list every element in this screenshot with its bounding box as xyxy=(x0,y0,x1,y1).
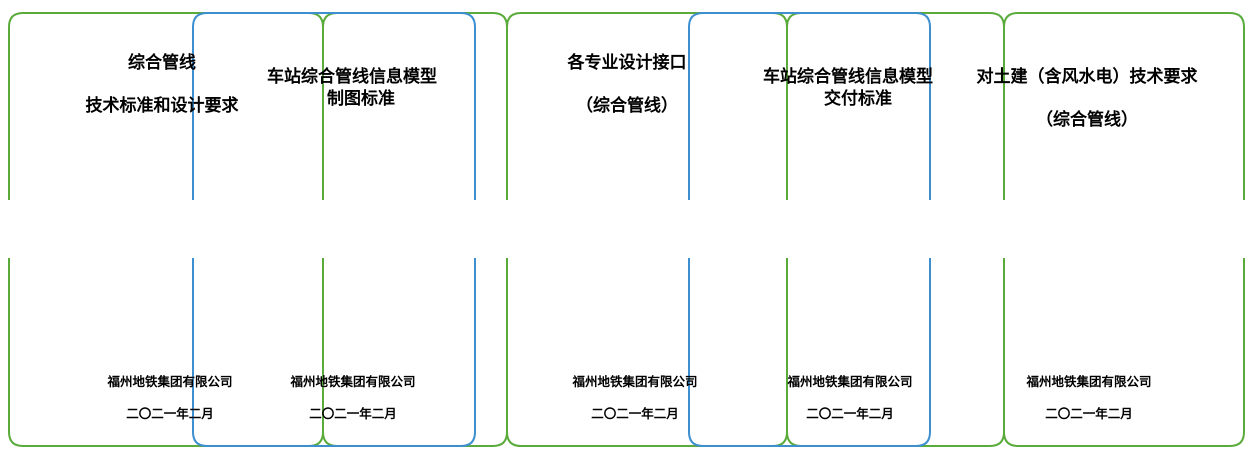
cover-1-title-line-2: 技术标准和设计要求 xyxy=(85,96,239,116)
cover-1-date: 二〇二一年二月 xyxy=(126,406,214,421)
cover-4-title-line-2: 交付标准 xyxy=(824,89,892,109)
cover-5-title-line-1: 对土建（含风水电）技术要求 xyxy=(976,67,1198,87)
cover-3-date: 二〇二一年二月 xyxy=(591,406,679,421)
cover-1-title-line-1: 综合管线 xyxy=(128,53,196,73)
cover-4-date: 二〇二一年二月 xyxy=(806,406,894,421)
cover-3-title-line-1: 各专业设计接口 xyxy=(567,53,687,73)
overlay-frame-1-left-edge xyxy=(192,12,208,447)
cover-3-title-line-2: （综合管线） xyxy=(576,96,678,116)
cover-3-frame-left-edge xyxy=(506,12,522,447)
cover-1-frame-left-edge xyxy=(8,12,24,447)
cover-2-frame-right-edge xyxy=(492,12,508,447)
cover-5-company: 福州地铁集团有限公司 xyxy=(1026,374,1152,389)
cover-5-date: 二〇二一年二月 xyxy=(1045,406,1133,421)
cover-1-company: 福州地铁集团有限公司 xyxy=(107,374,233,389)
cover-4-title-line-1: 车站综合管线信息模型 xyxy=(763,67,933,87)
cover-5-frame-left-edge xyxy=(1003,12,1019,447)
overlay-frame-1-right-edge xyxy=(460,12,476,447)
cover-2-date: 二〇二一年二月 xyxy=(309,406,397,421)
overlay-frame-2-left-edge xyxy=(688,12,704,447)
cover-5-title-line-2: （综合管线） xyxy=(1036,110,1138,130)
blue-frames xyxy=(192,12,931,447)
cover-3-company: 福州地铁集团有限公司 xyxy=(572,374,698,389)
cover-5-frame-right-edge xyxy=(1229,12,1245,447)
cover-2-company: 福州地铁集团有限公司 xyxy=(290,374,416,389)
cover-4-company: 福州地铁集团有限公司 xyxy=(787,374,913,389)
cover-2-title-line-2: 制图标准 xyxy=(327,89,395,109)
overlay-frame-2-right-edge xyxy=(915,12,931,447)
cover-2-title-line-1: 车站综合管线信息模型 xyxy=(267,67,437,87)
